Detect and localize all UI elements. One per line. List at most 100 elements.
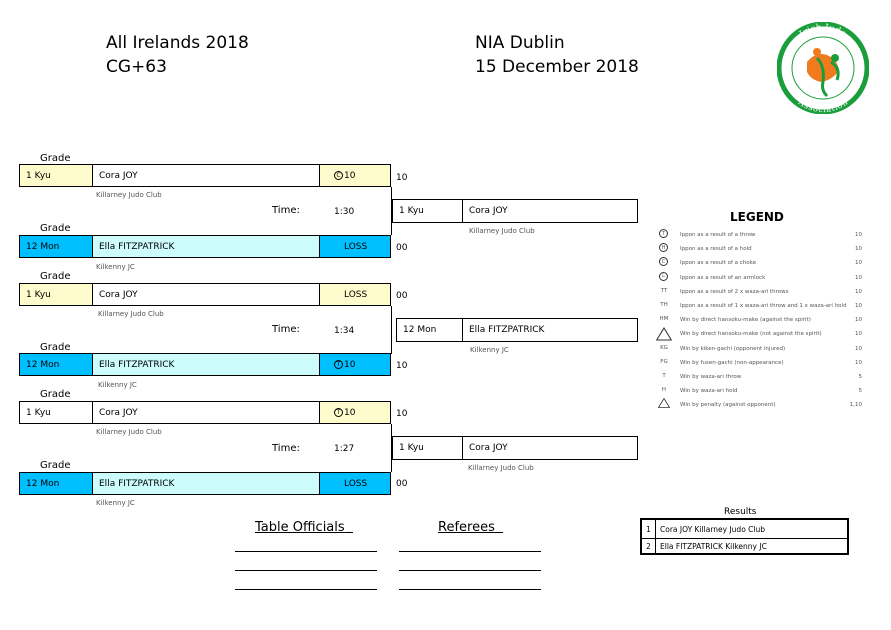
signature-line <box>399 551 541 552</box>
white-points: 10 <box>396 409 408 419</box>
white-name: Cora JOY <box>92 401 320 424</box>
white-grade: 1 Kyu <box>19 283 93 306</box>
bracket-line <box>391 424 392 472</box>
throw-icon: T <box>334 408 343 417</box>
grade-label: Grade <box>40 389 71 400</box>
legend-points: 10 <box>855 317 862 324</box>
results-row: 2 Ella FITZPATRICK Kilkenny JC <box>642 537 847 555</box>
white-grade: 1 Kyu <box>19 401 93 424</box>
time-label: Time: <box>272 443 300 454</box>
time-label: Time: <box>272 324 300 335</box>
throw-icon: T <box>334 360 343 369</box>
legend-code: TT <box>660 287 668 294</box>
legend-points: 5 <box>858 374 863 380</box>
winner-grade: 1 Kyu <box>392 436 463 460</box>
legend-points: 5 <box>858 388 863 395</box>
legend-description: Win by penalty (against opponent) <box>680 402 776 409</box>
legend-description: Ippon as a result of 2 x waza-ari throws <box>680 288 789 295</box>
penalty-triangle-icon <box>655 327 673 346</box>
winner-name: Ella FITZPATRICK <box>462 318 638 342</box>
blue-club: Kilkenny JC <box>96 499 135 507</box>
blue-points: 00 <box>396 243 408 253</box>
legend-item: TT Ippon as a result of 2 x waza-ari thro… <box>656 286 862 298</box>
event-title: All Irelands 2018 <box>106 33 249 53</box>
grade-label: Grade <box>40 223 71 234</box>
legend-description: Win by fusen-gachi (non-appearance) <box>680 359 784 366</box>
match-time: 1:27 <box>334 444 355 454</box>
winner-grade: 12 Mon <box>396 318 463 342</box>
legend-code: TH <box>660 302 668 308</box>
time-label: Time: <box>272 205 300 216</box>
signature-line <box>235 551 377 552</box>
penalty-triangle-icon <box>656 398 672 413</box>
legend-description: Win by kiken-gachi (opponent injured) <box>680 345 786 352</box>
legend-description: Win by direct hansoku-make (against the … <box>680 317 811 324</box>
legend-points: 10 <box>855 246 862 253</box>
white-club: Killarney Judo Club <box>96 191 162 199</box>
white-points: 10 <box>396 173 408 183</box>
blue-club: Kilkenny JC <box>96 263 135 271</box>
legend-description: Ippon as a result of 1 x waza-ari throw … <box>680 303 847 309</box>
legend-description: Ippon as a result of a choke <box>680 260 757 267</box>
legend-code: HM <box>659 316 669 323</box>
match-time: 1:30 <box>334 207 355 217</box>
blue-grade: 12 Mon <box>19 353 93 376</box>
legend-points: 10 <box>855 331 862 338</box>
legend-code: H <box>661 387 667 394</box>
referees-heading: Referees <box>438 520 495 535</box>
grade-label: Grade <box>40 342 71 353</box>
white-name: Cora JOY <box>92 164 320 187</box>
result-place: 2 <box>642 537 656 555</box>
score-symbol-icon: T <box>659 229 668 238</box>
score-symbol-icon: C <box>659 257 668 267</box>
legend-points: 10 <box>855 274 862 281</box>
legend-code: T <box>662 373 666 379</box>
legend-description: Ippon as a result of an armlock <box>680 274 766 281</box>
legend-description: Ippon as a result of a hold <box>680 246 752 253</box>
grade-label: Grade <box>40 460 71 471</box>
signature-line <box>235 589 377 590</box>
score-symbol-icon: L <box>659 271 668 281</box>
white-club: Killarney Judo Club <box>96 428 162 436</box>
winner-club: Killarney Judo Club <box>469 227 535 235</box>
white-grade: 1 Kyu <box>19 164 93 187</box>
legend-item: H Ippon as a result of a hold 10 <box>656 243 862 255</box>
date-label: 15 December 2018 <box>475 57 639 77</box>
grade-label: Grade <box>40 271 71 282</box>
blue-club: Kilkenny JC <box>98 381 137 389</box>
white-club: Killarney Judo Club <box>98 310 164 318</box>
blue-grade: 12 Mon <box>19 235 93 258</box>
result-name: Ella FITZPATRICK Kilkenny JC <box>660 541 767 551</box>
winner-name: Cora JOY <box>462 436 638 460</box>
legend-points: 10 <box>855 345 862 352</box>
legend-points: 10 <box>855 303 862 309</box>
winner-name: Cora JOY <box>462 199 638 223</box>
legend-points: 10 <box>855 260 862 267</box>
legend-item: KG Win by kiken-gachi (opponent injured) 1… <box>656 343 862 355</box>
bracket-line <box>391 187 392 235</box>
result-place: 1 <box>642 520 656 538</box>
legend-points: 10 <box>855 359 862 366</box>
legend-title: LEGEND <box>730 210 784 224</box>
blue-grade: 12 Mon <box>19 472 93 495</box>
legend-item: Win by penalty (against opponent)1,10 <box>656 398 862 413</box>
legend-description: Ippon as a result of a throw <box>680 232 756 238</box>
score-symbol-icon: H <box>659 243 668 253</box>
white-points: 00 <box>396 291 408 301</box>
legend-item: L Ippon as a result of an armlock 10 <box>656 271 862 284</box>
choke-icon: C <box>334 171 343 180</box>
legend-code: KG <box>660 344 668 351</box>
table-officials-heading: Table Officials <box>255 520 345 535</box>
blue-name: Ella FITZPATRICK <box>92 235 320 258</box>
winner-club: Kilkenny JC <box>470 346 509 354</box>
legend-item: TH Ippon as a result of 1 x waza-ari thro… <box>656 300 862 312</box>
blue-points: 10 <box>396 361 408 371</box>
signature-line <box>399 589 541 590</box>
